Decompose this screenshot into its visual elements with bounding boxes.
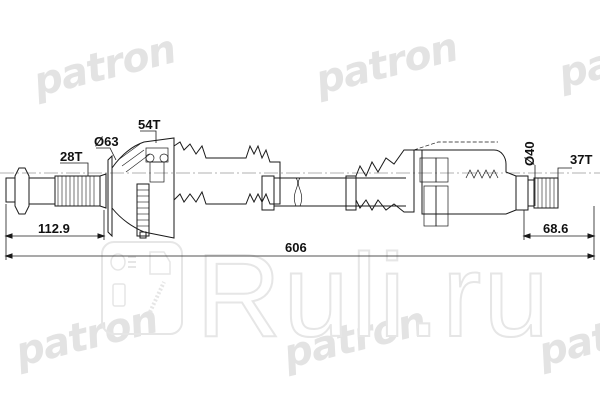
total-length-label: 606 [285, 240, 307, 255]
inner-length-label: 112.9 [38, 221, 70, 236]
outer-length-label: 68.6 [543, 221, 569, 236]
ruli-watermark: Ruli.ru [195, 229, 551, 363]
inner-spline-teeth-label: 28T [60, 149, 83, 164]
outer-joint-diameter-label: Ø40 [522, 141, 537, 166]
inner-joint-diameter-label: Ø63 [94, 134, 119, 149]
abs-ring-teeth-label: 54T [138, 117, 161, 132]
outer-spline-teeth-label: 37T [570, 152, 593, 167]
